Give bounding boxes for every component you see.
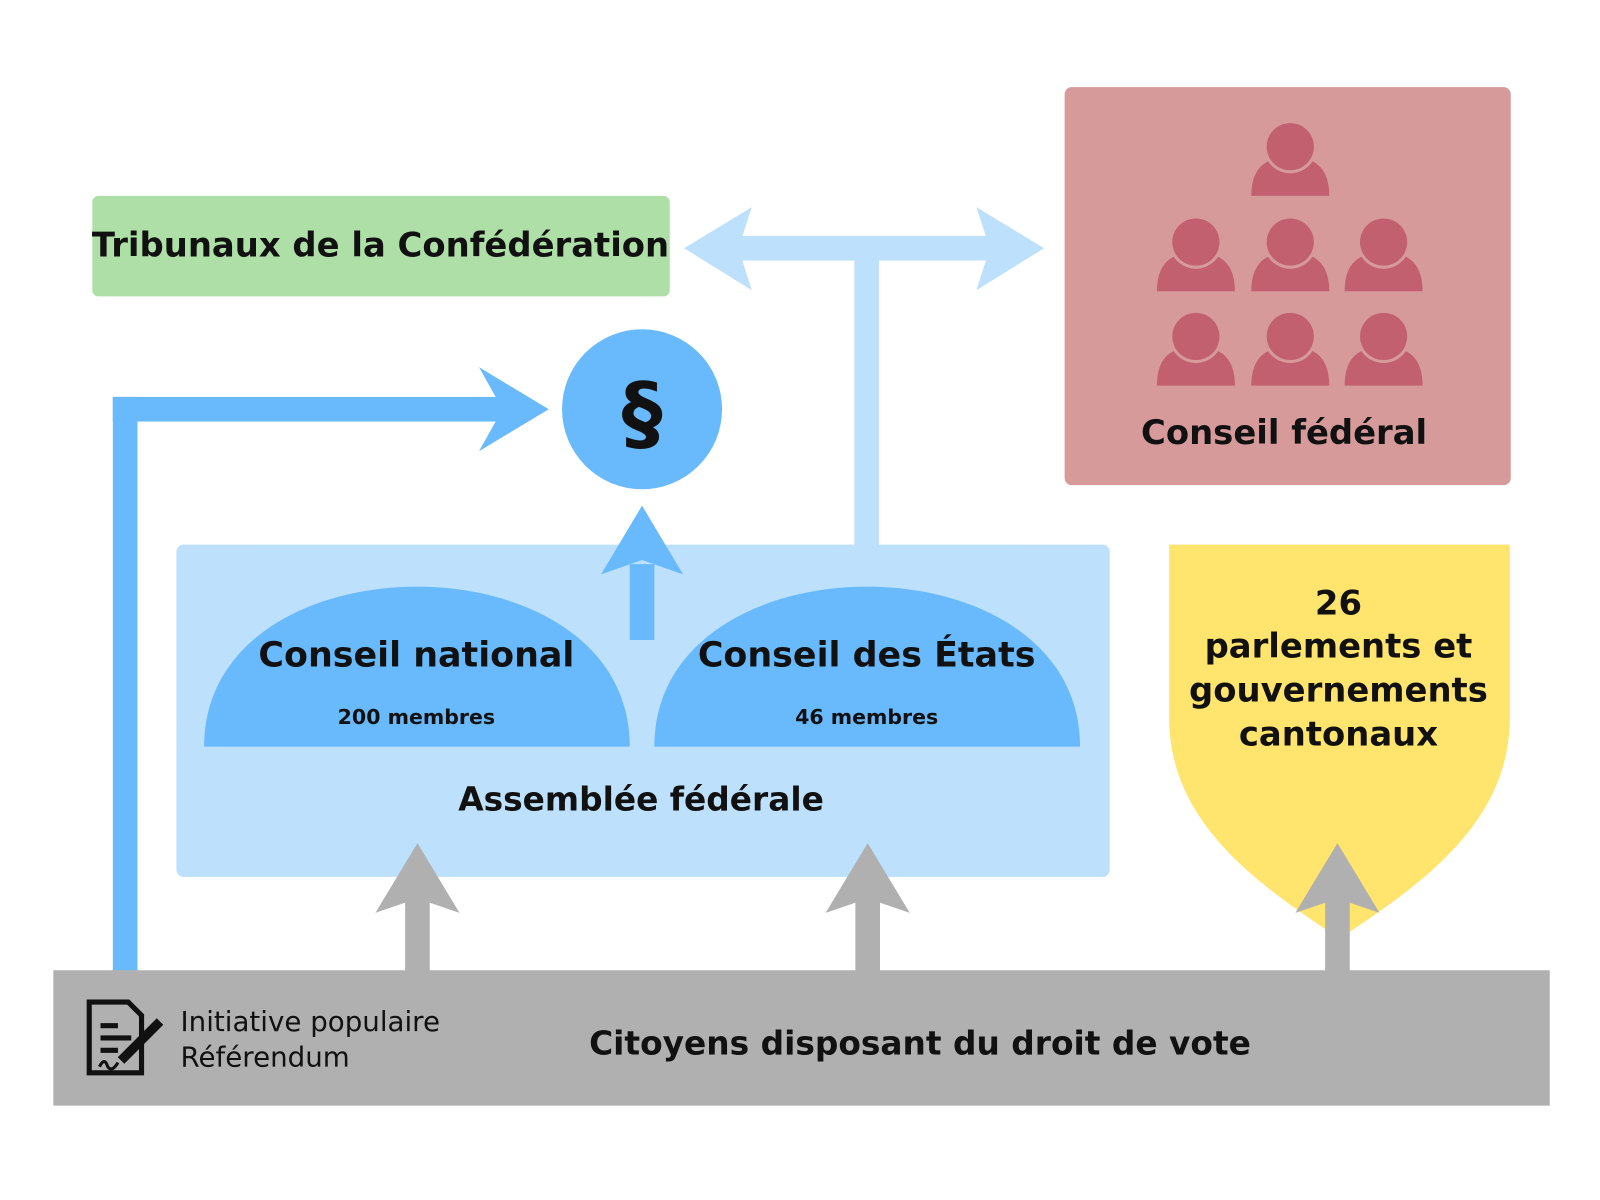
cantons-count: 26 — [1315, 583, 1362, 622]
tribunaux-box: Tribunaux de la Confédération — [92, 195, 670, 297]
election-arrows — [375, 843, 1380, 975]
conseil-etats-hemicycle — [654, 586, 1080, 747]
constitution-circle: § — [562, 329, 723, 490]
assemblee-label: Assemblée fédérale — [458, 780, 824, 818]
conseil-national-hemicycle — [204, 586, 630, 747]
cantons-line4: cantonaux — [1239, 715, 1438, 754]
cantons-line3: gouvernements — [1189, 671, 1488, 710]
tribunaux-label: Tribunaux de la Confédération — [92, 225, 669, 264]
paragraph-icon: § — [622, 366, 663, 461]
conseil-national-label: Conseil national — [258, 636, 574, 676]
conseil-national-members: 200 membres — [338, 705, 495, 729]
document-signature-icon — [86, 999, 164, 1076]
arrow-up-to-constitution — [601, 505, 684, 640]
conseil-federal-box: Conseil fédéral — [1064, 87, 1511, 486]
citoyens-bar: Initiative populaire Référendum Citoyens… — [53, 970, 1550, 1106]
person-icon — [1156, 309, 1235, 386]
person-icon — [1251, 309, 1330, 386]
people-icons — [1156, 120, 1423, 386]
person-icon — [1344, 215, 1423, 292]
conseil-federal-label: Conseil fédéral — [1141, 413, 1427, 452]
person-icon — [1251, 120, 1330, 196]
cantons-shield: 26 parlements et gouvernements cantonaux — [1169, 544, 1510, 939]
person-icon — [1251, 215, 1330, 292]
person-icon — [1344, 309, 1423, 386]
citoyens-label: Citoyens disposant du droit de vote — [589, 1024, 1251, 1062]
assemblee-federale-box: Conseil national 200 membres Conseil des… — [176, 505, 1110, 877]
double-arrow-assembly-to-courts-and-government — [684, 207, 1045, 546]
person-icon — [1156, 215, 1235, 292]
rights-line1: Initiative populaire — [181, 1005, 441, 1038]
conseil-etats-members: 46 membres — [795, 705, 938, 729]
initiative-arrow — [112, 367, 549, 972]
rights-line2: Référendum — [181, 1041, 350, 1074]
cantons-line2: parlements et — [1205, 626, 1473, 665]
conseil-etats-label: Conseil des États — [698, 634, 1036, 676]
